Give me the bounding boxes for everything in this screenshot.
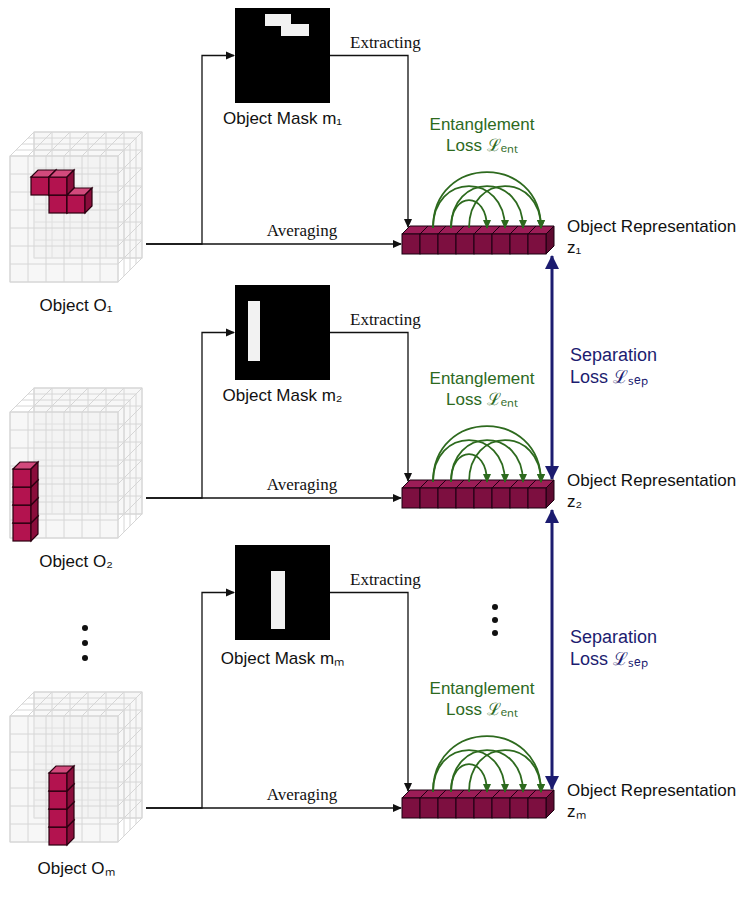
- object-grid: Object O₂: [6, 368, 146, 572]
- object-grid: Object Oₘ: [6, 672, 146, 879]
- entanglement-arcs: [433, 426, 541, 482]
- red-voxel: [49, 170, 74, 195]
- flow-arrow: [146, 807, 401, 808]
- entanglement-arcs: [433, 172, 541, 228]
- voxel-illustration: [6, 112, 146, 292]
- representation-label: Object Representation z₂: [567, 470, 737, 512]
- voxel-grid: [10, 388, 142, 538]
- object-mask: Object Mask m₂: [217, 285, 348, 406]
- flow-arrow: [330, 333, 408, 482]
- edge-label: Averaging: [265, 785, 340, 805]
- representation-vector: [402, 788, 556, 818]
- object-mask: Object Mask mₘ: [217, 545, 348, 669]
- edge-label: Averaging: [265, 475, 340, 495]
- voxel-grid: [10, 132, 142, 282]
- object-grid: Object O₁: [6, 112, 146, 316]
- mask-region: [281, 24, 309, 36]
- object-label: Object O₂: [6, 552, 146, 572]
- object-label: Object O₁: [6, 296, 146, 316]
- object-representation: Object Representation zₘ: [402, 788, 556, 818]
- mask-region: [271, 571, 285, 629]
- entanglement-label: Entanglement Loss ℒₑₙₜ: [420, 678, 544, 720]
- flow-arrow: [146, 56, 234, 245]
- representation-label: Object Representation z₁: [567, 216, 737, 258]
- edge-label: Averaging: [265, 221, 340, 241]
- edge-label: Extracting: [348, 33, 423, 53]
- mask-region: [248, 301, 260, 361]
- object-label: Object Oₘ: [6, 856, 146, 879]
- object-representation: Object Representation z₁: [402, 224, 556, 254]
- flow-arrow: [146, 333, 234, 499]
- voxel-illustration: [6, 368, 146, 548]
- mask-image: [235, 285, 330, 380]
- flow-arrow: [146, 497, 401, 498]
- separation-arrow: [551, 510, 554, 789]
- mask-image: [235, 545, 330, 640]
- vector-cells: [402, 226, 554, 254]
- separation-label: Separation Loss ℒₛₑₚ: [568, 344, 684, 388]
- mask-label: Object Mask m₁: [217, 109, 348, 129]
- representation-vector: [402, 478, 556, 508]
- separation-label: Separation Loss ℒₛₑₚ: [568, 626, 684, 670]
- representation-label: Object Representation zₘ: [567, 780, 737, 822]
- flow-arrow: [330, 593, 408, 792]
- vector-cells: [402, 480, 554, 508]
- object-mask: Object Mask m₁: [217, 8, 348, 129]
- edge-label: Extracting: [348, 310, 423, 330]
- red-voxel: [13, 462, 38, 487]
- separation-arrow: [551, 256, 554, 479]
- mask-label: Object Mask m₂: [217, 386, 348, 406]
- vector-cells: [402, 790, 554, 818]
- mask-image: [235, 8, 330, 103]
- entanglement-label: Entanglement Loss ℒₑₙₜ: [420, 114, 544, 156]
- flow-arrow: [146, 593, 234, 809]
- entanglement-arcs: [433, 736, 541, 792]
- representation-vector: [402, 224, 556, 254]
- object-representation: Object Representation z₂: [402, 478, 556, 508]
- flow-arrow: [146, 243, 401, 244]
- red-voxel: [49, 766, 74, 791]
- flow-arrow: [330, 56, 408, 228]
- edge-label: Extracting: [348, 570, 423, 590]
- entanglement-label: Entanglement Loss ℒₑₙₜ: [420, 368, 544, 410]
- voxel-grid: [10, 692, 142, 842]
- voxel-illustration: [6, 672, 146, 852]
- mask-label: Object Mask mₘ: [217, 646, 348, 669]
